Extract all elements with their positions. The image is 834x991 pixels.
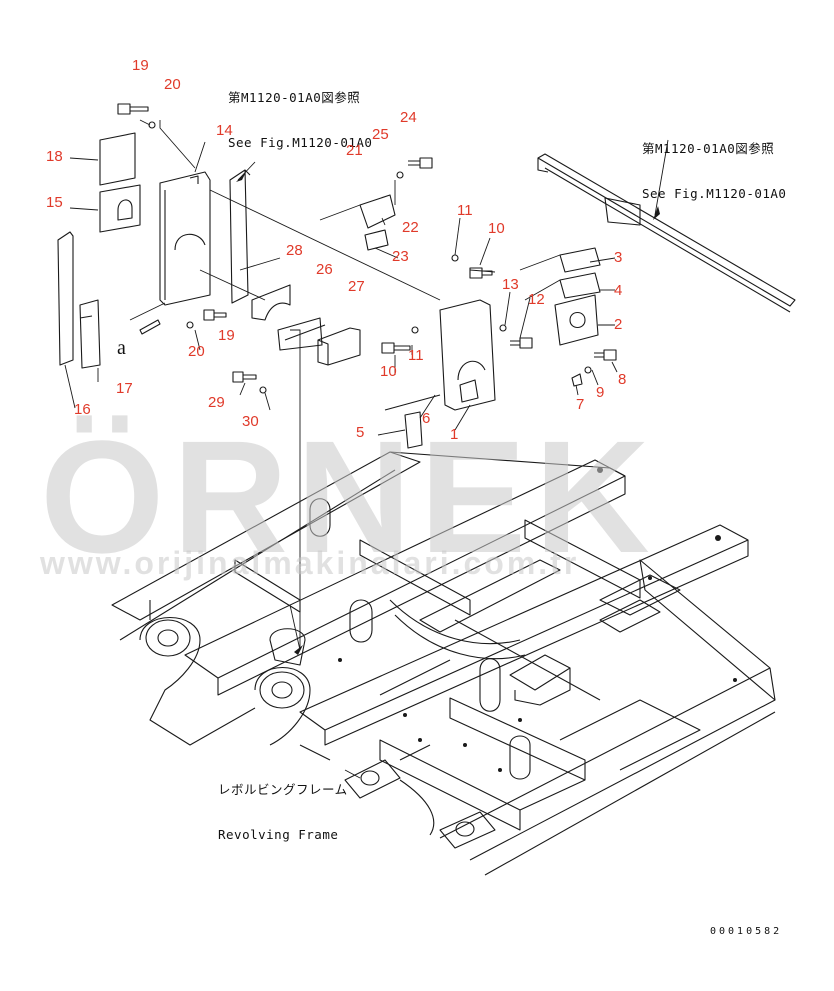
watermark-url: www.orijinalmakinalari.com.tr [40, 545, 580, 581]
callout-19a: 19 [132, 57, 149, 74]
callout-9: 9 [596, 384, 605, 401]
callout-16: 16 [74, 401, 91, 418]
callout-14: 14 [216, 122, 233, 139]
callout-11a: 11 [457, 202, 473, 219]
callout-22: 22 [402, 219, 419, 236]
detail-marker: a [117, 337, 126, 359]
callout-26: 26 [316, 261, 333, 278]
callout-24: 24 [400, 109, 417, 126]
callout-5: 5 [356, 424, 365, 441]
callout-10a: 10 [488, 220, 505, 237]
callout-23: 23 [392, 248, 409, 265]
callout-20a: 20 [164, 76, 181, 93]
callout-3: 3 [614, 249, 623, 266]
frame-label: レボルビングフレーム Revolving Frame [218, 752, 348, 857]
watermark-main: ÖRNEK [40, 407, 658, 586]
reference-note-top-center: 第M1120-01A0図参照 See Fig.M1120-01A0 [228, 60, 372, 165]
callout-19b: 19 [218, 327, 235, 344]
callout-30: 30 [242, 413, 259, 430]
leader-lines [64, 119, 669, 779]
callout-12: 12 [528, 291, 545, 308]
callout-17: 17 [116, 380, 133, 397]
callout-20b: 20 [188, 343, 205, 360]
frame-label-en: Revolving Frame [218, 827, 339, 842]
callout-18: 18 [46, 148, 63, 165]
callout-6: 6 [422, 410, 431, 427]
callout-13: 13 [502, 276, 519, 293]
callout-27: 27 [348, 278, 365, 295]
callout-4: 4 [614, 282, 623, 299]
callout-21: 21 [346, 142, 363, 159]
exploded-parts [57, 103, 796, 449]
frame-label-ja: レボルビングフレーム [218, 782, 348, 797]
callout-25: 25 [372, 126, 389, 143]
reference-note-top-center-ja: 第M1120-01A0図参照 [228, 90, 361, 105]
callout-15: 15 [46, 194, 63, 211]
reference-note-top-right-en: See Fig.M1120-01A0 [642, 186, 787, 201]
callout-28: 28 [286, 242, 303, 259]
reference-note-top-right-ja: 第M1120-01A0図参照 [642, 141, 775, 156]
reference-note-top-center-en: See Fig.M1120-01A0 [228, 135, 373, 150]
callout-1: 1 [450, 426, 459, 443]
reference-note-top-right: 第M1120-01A0図参照 See Fig.M1120-01A0 [642, 111, 786, 216]
callout-2: 2 [614, 316, 623, 333]
callout-8: 8 [618, 371, 627, 388]
callout-29: 29 [208, 394, 225, 411]
callout-7: 7 [576, 396, 585, 413]
revolving-frame-drawing [111, 451, 776, 876]
callout-11b: 11 [408, 347, 424, 364]
callout-10b: 10 [380, 363, 397, 380]
drawing-code: 00010582 [710, 926, 783, 937]
